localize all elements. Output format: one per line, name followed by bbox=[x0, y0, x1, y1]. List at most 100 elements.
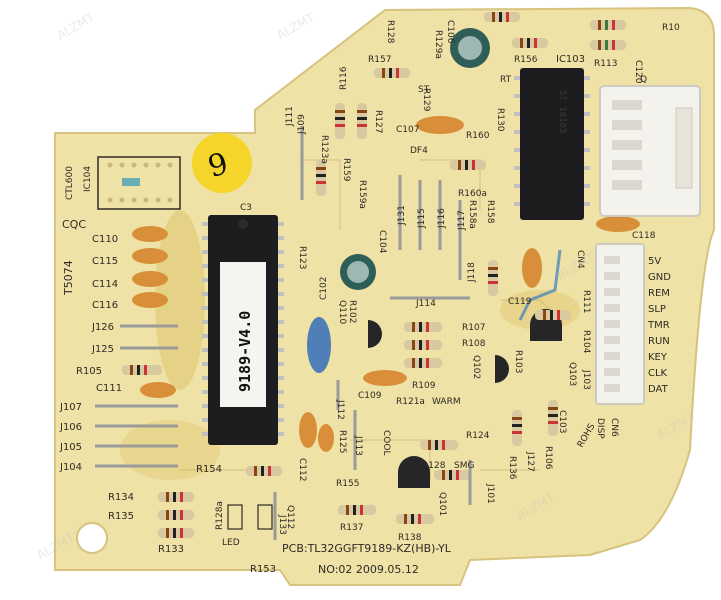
label-r124: R124 bbox=[466, 431, 490, 441]
label-j112: J112 bbox=[335, 399, 345, 420]
label-r155: R155 bbox=[336, 479, 359, 489]
ceramic-cap-c118 bbox=[596, 216, 640, 232]
label-r102: R102 bbox=[347, 300, 357, 323]
resistor-r105 bbox=[122, 365, 162, 375]
label-r160a: R160a bbox=[458, 189, 487, 199]
mounting-hole bbox=[76, 522, 108, 554]
label-r121a: R121a bbox=[396, 397, 425, 407]
label-r116: R116 bbox=[339, 66, 349, 90]
label-warm: WARM bbox=[432, 397, 461, 407]
label-r153: R153 bbox=[250, 564, 276, 575]
label-j103: J103 bbox=[581, 369, 591, 390]
pin-label-5v: 5V bbox=[648, 256, 661, 267]
mcu-ref: C3 bbox=[240, 203, 252, 213]
label-df4: DF4 bbox=[410, 146, 428, 156]
ic103-chip bbox=[520, 68, 584, 220]
label-r159a: R159a bbox=[357, 180, 367, 209]
pin-label-clk: CLK bbox=[648, 368, 668, 379]
jumper-wires-center bbox=[273, 126, 472, 540]
label-r109: R109 bbox=[412, 381, 436, 391]
ctl-label: CTL600 bbox=[65, 166, 75, 200]
label-st: ST bbox=[418, 85, 430, 95]
label-r129a: R129a bbox=[433, 30, 443, 59]
label-j131: J131 bbox=[397, 205, 407, 226]
label-j111: J111 bbox=[285, 106, 295, 127]
label-c116: C116 bbox=[92, 300, 118, 311]
label-j105: J105 bbox=[59, 442, 82, 453]
ceramic-cap-c109 bbox=[363, 370, 407, 386]
top-connector-latch bbox=[675, 107, 693, 189]
label-c107: C107 bbox=[396, 125, 419, 135]
label-r105: R105 bbox=[76, 366, 102, 377]
label-smg: SMG bbox=[454, 461, 474, 471]
label-r111: R111 bbox=[581, 290, 591, 313]
led-footprint bbox=[257, 504, 273, 530]
blue-mark bbox=[122, 178, 140, 186]
ic103-pins bbox=[514, 76, 590, 206]
film-cap-blue bbox=[307, 317, 331, 373]
label-r158: R158 bbox=[485, 200, 495, 224]
label-c106: C106 bbox=[445, 20, 455, 44]
label-c120: C120 bbox=[633, 60, 643, 84]
watermark: ALZMT bbox=[55, 10, 98, 43]
label-c112: C112 bbox=[297, 458, 307, 481]
yellow-sticker bbox=[192, 133, 252, 193]
label-j109: J109 bbox=[297, 114, 307, 135]
ic104-footprint bbox=[97, 156, 181, 210]
label-r129: R129 bbox=[421, 88, 431, 112]
mcu-pins-left bbox=[202, 222, 208, 436]
label-r137: R137 bbox=[340, 523, 363, 533]
label-r154: R154 bbox=[196, 464, 222, 475]
label-r106: R106 bbox=[543, 446, 553, 470]
label-j118: J118 bbox=[467, 262, 477, 283]
label-j113: J113 bbox=[353, 435, 363, 456]
label-j101: J101 bbox=[485, 483, 495, 504]
mcu-sticker bbox=[220, 262, 266, 407]
ceramic-cap-c107 bbox=[416, 116, 464, 134]
blue-flux bbox=[518, 249, 562, 321]
label-r135: R135 bbox=[108, 511, 134, 522]
pin-label-run: RUN bbox=[648, 336, 670, 347]
label-rt: RT bbox=[500, 75, 512, 85]
label-j114: J114 bbox=[415, 299, 436, 309]
led-footprint bbox=[227, 504, 243, 530]
label-r125: R125 bbox=[337, 430, 347, 453]
label-r130: R130 bbox=[495, 108, 505, 132]
label-disp: DISP bbox=[595, 418, 605, 439]
ic104-label: IC104 bbox=[83, 166, 93, 192]
ic103-ref: IC103 bbox=[556, 54, 585, 65]
label-cn4: CN4 bbox=[575, 250, 585, 269]
label-j116: J116 bbox=[437, 208, 447, 229]
label-r133: R133 bbox=[158, 544, 184, 555]
board-model: PCB:TL32GGFT9189-KZ(HB)-YL bbox=[282, 542, 452, 555]
label-j125: J125 bbox=[91, 344, 114, 355]
label-r104: R104 bbox=[581, 330, 591, 354]
label-c118: C118 bbox=[632, 231, 656, 241]
ceramic-cap-c112 bbox=[299, 412, 317, 448]
label-r128b: R128 bbox=[385, 20, 395, 44]
label-r128a: R128a bbox=[215, 501, 225, 530]
label-r103: R103 bbox=[513, 350, 523, 373]
label-j115: J115 bbox=[417, 208, 427, 229]
board-date: NO:02 2009.05.12 bbox=[318, 563, 419, 576]
label-r156: R156 bbox=[514, 55, 538, 65]
top-connector-pins bbox=[612, 100, 642, 190]
board-code: T5074 bbox=[62, 260, 75, 296]
label-q: Q bbox=[640, 75, 647, 85]
label-r123a: R123a bbox=[319, 135, 329, 164]
label-led: LED bbox=[222, 538, 240, 548]
label-q101: Q101 bbox=[437, 492, 447, 516]
electrolytic-cap-top-face bbox=[458, 36, 482, 60]
label-r157: R157 bbox=[368, 55, 391, 65]
label-r160: R160 bbox=[466, 131, 490, 141]
label-c102: C102 bbox=[319, 277, 329, 300]
label-c110: C110 bbox=[92, 234, 118, 245]
pin-label-gnd: GND bbox=[648, 272, 671, 283]
jumper-wires-left bbox=[95, 324, 178, 468]
label-j104: J104 bbox=[59, 462, 82, 473]
mcu-notch bbox=[238, 219, 248, 229]
label-c111: C111 bbox=[96, 383, 122, 394]
label-q103: Q103 bbox=[567, 362, 577, 386]
electrolytic-cap-center-top bbox=[347, 261, 369, 283]
